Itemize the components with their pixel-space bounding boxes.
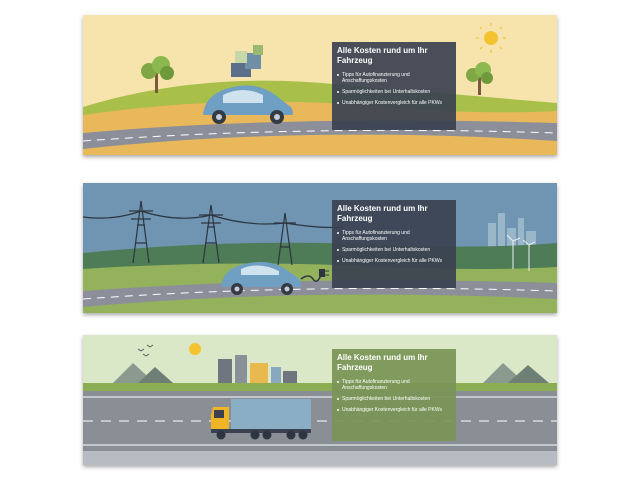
electric-car-scene-illustration [83, 183, 557, 313]
electric-car-icon [221, 262, 301, 295]
tree-right-icon [466, 62, 493, 95]
list-item: Unabhängiger Kostenvergleich für alle PK… [337, 100, 451, 106]
panel-title: Alle Kosten rund um Ihr Fahrzeug [337, 204, 428, 223]
list-item: Sparmöglichkeiten bei Unterhaltskosten [337, 89, 451, 95]
banner-beetle: Alle Kosten rund um Ihr Fahrzeug Tipps f… [83, 15, 557, 155]
tree-left-icon [141, 56, 174, 93]
banner-truck: Alle Kosten rund um Ihr Fahrzeug Tipps f… [83, 335, 557, 465]
feature-list: Tipps für Autofinanzierung und Anschaffu… [332, 228, 456, 273]
beetle-scene-illustration [83, 15, 557, 155]
info-panel: Alle Kosten rund um Ihr Fahrzeug Tipps f… [332, 349, 456, 441]
beetle-car-icon [203, 85, 293, 124]
charging-plug-icon [300, 269, 329, 282]
list-item: Tipps für Autofinanzierung und Anschaffu… [337, 230, 451, 242]
info-panel: Alle Kosten rund um Ihr Fahrzeug Tipps f… [332, 42, 456, 130]
panel-title: Alle Kosten rund um Ihr Fahrzeug [337, 46, 428, 65]
mountains-icon [113, 363, 549, 383]
list-item: Sparmöglichkeiten bei Unterhaltskosten [337, 247, 451, 253]
luggage-icon [231, 45, 263, 77]
truck-icon [211, 399, 311, 440]
truck-scene-illustration [83, 335, 557, 465]
factory-icon [218, 355, 297, 383]
banner-electric-car: Alle Kosten rund um Ihr Fahrzeug Tipps f… [83, 183, 557, 313]
info-panel: Alle Kosten rund um Ihr Fahrzeug Tipps f… [332, 200, 456, 288]
list-item: Tipps für Autofinanzierung und Anschaffu… [337, 72, 451, 84]
feature-list: Tipps für Autofinanzierung und Anschaffu… [332, 70, 456, 115]
feature-list: Tipps für Autofinanzierung und Anschaffu… [332, 377, 456, 422]
power-pylon-icon [83, 200, 344, 266]
list-item: Sparmöglichkeiten bei Unterhaltskosten [337, 396, 451, 402]
list-item: Unabhängiger Kostenvergleich für alle PK… [337, 258, 451, 264]
list-item: Unabhängiger Kostenvergleich für alle PK… [337, 407, 451, 413]
sun-icon [484, 31, 498, 45]
wind-turbine-icon [506, 234, 536, 271]
sun-icon [189, 343, 201, 355]
list-item: Tipps für Autofinanzierung und Anschaffu… [337, 379, 451, 391]
panel-title: Alle Kosten rund um Ihr Fahrzeug [337, 353, 428, 372]
birds-icon [137, 344, 154, 357]
